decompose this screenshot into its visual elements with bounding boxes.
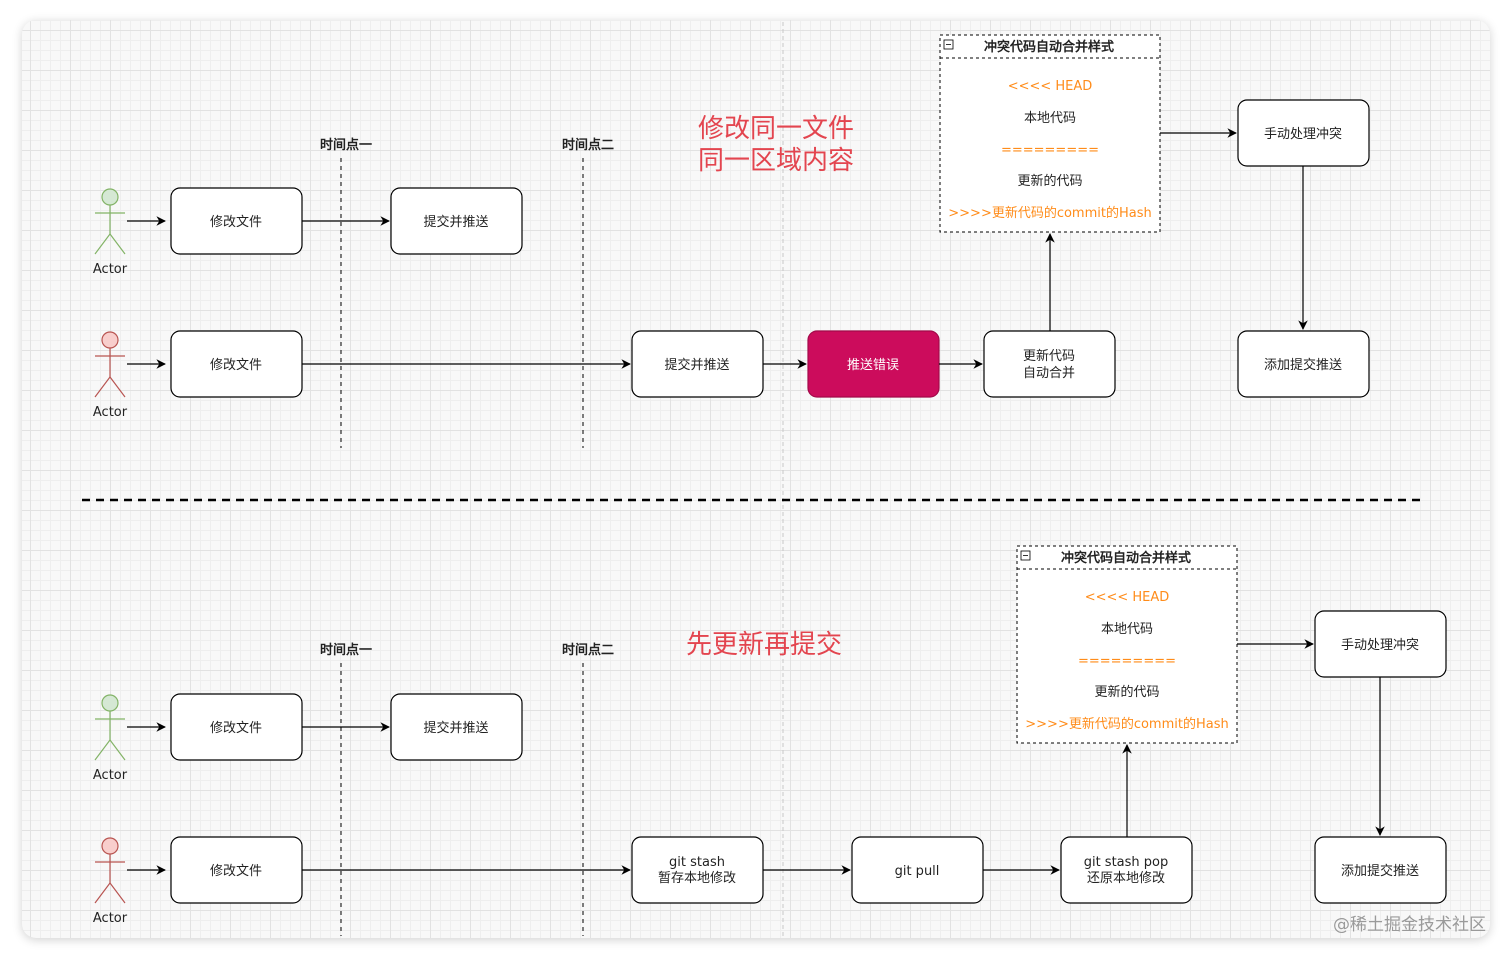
bottom-conflict-head: <<<< HEAD (1085, 590, 1170, 605)
bottom-conflict-divider: ========= (1078, 654, 1176, 669)
watermark: @稀土掘金技术社区 (1333, 915, 1486, 935)
git-stash-pop-line2: 还原本地修改 (1087, 871, 1165, 886)
top-a1-push-box (390, 187, 523, 255)
time-point-2-label: 时间点二 (562, 642, 614, 658)
auto-merge-line2: 自动合并 (1023, 366, 1075, 381)
actor-2-icon (94, 837, 126, 904)
bottom-conflict-title: 冲突代码自动合并样式 (1061, 550, 1191, 566)
section-title-line2: 同一区域内容 (698, 146, 854, 176)
top-a1-modify-label: 修改文件 (210, 215, 262, 230)
actor-1-label: Actor (93, 768, 128, 783)
section-title-line1: 修改同一文件 (698, 114, 854, 144)
top-a2-push-label: 提交并推送 (664, 357, 729, 373)
bottom-a1-push-box (390, 693, 523, 761)
bottom-a1-push-label: 提交并推送 (423, 720, 488, 736)
top-manual-resolve-label: 手动处理冲突 (1264, 126, 1342, 142)
bottom-conflict-updated: 更新的代码 (1094, 684, 1159, 700)
actor-1-icon (94, 694, 126, 761)
diagram-canvas (22, 20, 1490, 938)
bottom-conflict-local: 本地代码 (1101, 622, 1153, 637)
actor-2-label: Actor (93, 405, 128, 420)
top-conflict-container (939, 34, 1161, 233)
scenario-bottom: 时间点一 时间点二 先更新再提交 Actor Actor 修改文件 提交并推送 … (93, 545, 1447, 936)
auto-merge-line1: 更新代码 (1023, 348, 1075, 364)
bottom-arrows (127, 639, 1385, 875)
time-point-2-label: 时间点二 (562, 137, 614, 153)
git-stash-line1: git stash (669, 855, 725, 870)
top-conflict-title: 冲突代码自动合并样式 (984, 39, 1114, 55)
time-point-1-label: 时间点一 (320, 137, 372, 153)
actor-1-label: Actor (93, 262, 128, 277)
top-arrows (127, 128, 1308, 369)
top-a1-push-label: 提交并推送 (423, 214, 488, 230)
top-conflict-divider: ========= (1001, 143, 1099, 158)
top-conflict-hash: >>>>更新代码的commit的Hash (948, 205, 1151, 221)
git-stash-box (631, 836, 764, 904)
bottom-a1-modify-label: 修改文件 (210, 721, 262, 736)
git-stash-pop-box (1060, 836, 1193, 904)
push-error-label: 推送错误 (847, 358, 899, 373)
git-pull-label: git pull (895, 864, 940, 879)
bottom-conflict-container (1016, 545, 1238, 744)
bottom-add-commit-push-box (1314, 836, 1447, 904)
actor-2-icon (94, 331, 126, 398)
section-title: 先更新再提交 (686, 630, 842, 660)
time-point-1-label: 时间点一 (320, 642, 372, 658)
git-stash-pop-line1: git stash pop (1084, 855, 1169, 870)
bottom-a2-modify-label: 修改文件 (210, 864, 262, 879)
bottom-manual-resolve-label: 手动处理冲突 (1341, 637, 1419, 653)
top-conflict-local: 本地代码 (1024, 111, 1076, 126)
scenario-top: 时间点一 时间点二 修改同一文件 同一区域内容 Actor Actor 修改文件… (93, 34, 1370, 448)
top-conflict-head: <<<< HEAD (1008, 79, 1093, 94)
bottom-add-commit-push-label: 添加提交推送 (1341, 863, 1419, 879)
actor-1-icon (94, 188, 126, 255)
top-conflict-updated: 更新的代码 (1017, 173, 1082, 189)
bottom-conflict-hash: >>>>更新代码的commit的Hash (1025, 716, 1228, 732)
actor-2-label: Actor (93, 911, 128, 926)
git-stash-line2: 暂存本地修改 (658, 871, 736, 886)
top-add-commit-push-label: 添加提交推送 (1264, 357, 1342, 373)
top-add-commit-push-box (1237, 330, 1370, 398)
top-a2-modify-label: 修改文件 (210, 358, 262, 373)
auto-merge-box (983, 330, 1116, 398)
